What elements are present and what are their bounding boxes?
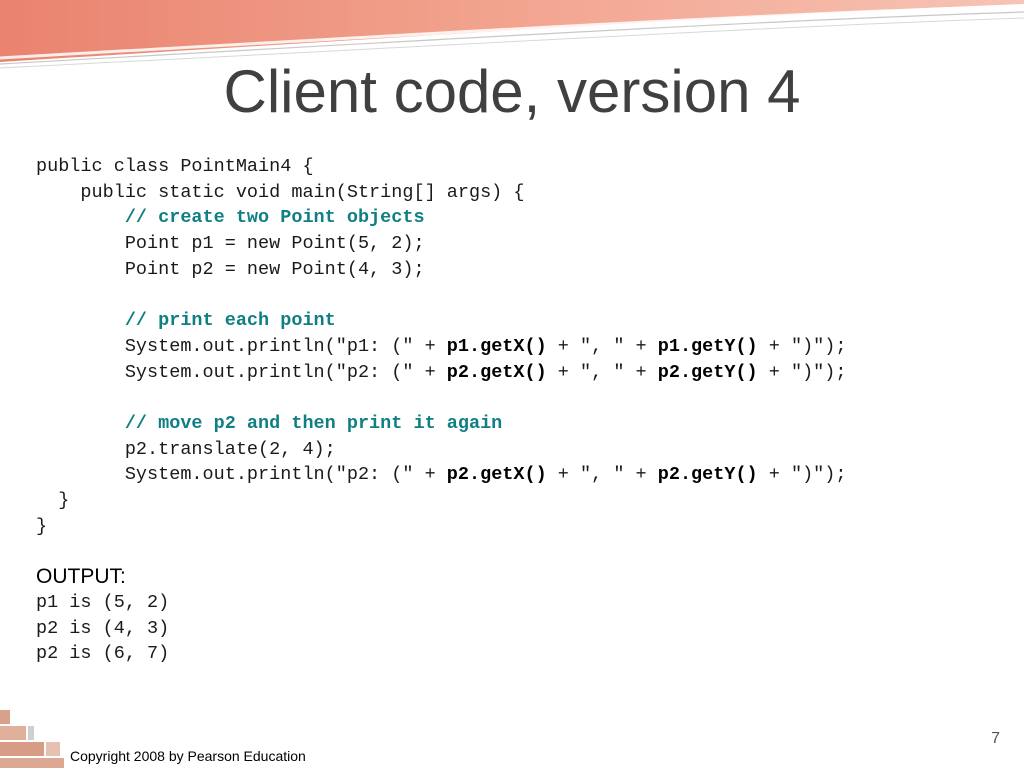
- code-text: }: [36, 515, 48, 537]
- header-swoosh-decoration: [0, 0, 1024, 69]
- code-text: }: [36, 489, 70, 511]
- code-text: + ", " +: [546, 335, 658, 357]
- code-listing: public class PointMain4 { public static …: [36, 154, 846, 539]
- code-text: Point p1 = new Point(5, 2);: [36, 233, 425, 255]
- code-line: p2.translate(2, 4);: [36, 437, 846, 463]
- code-line: System.out.println("p2: (" + p2.getX() +…: [36, 462, 847, 488]
- code-text: + ", " +: [546, 361, 658, 383]
- code-line: }: [36, 514, 846, 540]
- code-text: public class PointMain4 {: [36, 156, 314, 177]
- code-text: + ", " +: [546, 464, 658, 486]
- code-line: // create two Point objects: [36, 205, 846, 231]
- code-text: Point p2 = new Point(4, 3);: [36, 258, 425, 280]
- code-text: + ")");: [757, 335, 847, 357]
- code-line: Point p1 = new Point(5, 2);: [36, 231, 846, 257]
- code-line: [36, 282, 846, 308]
- code-highlight: p2.getY(): [657, 361, 758, 383]
- code-highlight: p1.getX(): [446, 335, 547, 357]
- code-comment: // move p2 and then print it again: [36, 412, 503, 434]
- code-text: System.out.println("p1: (" +: [36, 335, 447, 357]
- code-highlight: p2.getX(): [446, 464, 547, 486]
- output-line: p1 is (5, 2): [36, 592, 170, 613]
- output-line: p2 is (6, 7): [36, 643, 170, 665]
- code-highlight: p1.getY(): [657, 335, 758, 357]
- code-line: Point p2 = new Point(4, 3);: [36, 257, 846, 283]
- output-label: OUTPUT:: [36, 565, 126, 588]
- code-text: + ")");: [757, 464, 847, 486]
- code-text: System.out.println("p2: (" +: [36, 464, 447, 486]
- code-line: public static void main(String[] args) {: [36, 180, 846, 206]
- code-text: public static void main(String[] args) {: [36, 181, 525, 203]
- code-text: + ")");: [757, 361, 847, 383]
- bricks-decoration: [0, 676, 146, 768]
- code-highlight: p2.getX(): [446, 361, 547, 383]
- code-line: System.out.println("p1: (" + p1.getX() +…: [36, 334, 847, 360]
- slide-number: 7: [991, 730, 1000, 747]
- code-line: }: [36, 488, 846, 514]
- copyright-text: Copyright 2008 by Pearson Education: [70, 748, 306, 764]
- code-line: // move p2 and then print it again: [36, 411, 846, 437]
- code-line: public class PointMain4 {: [36, 154, 846, 180]
- code-text: p2.translate(2, 4);: [36, 438, 336, 460]
- code-highlight: p2.getY(): [657, 464, 758, 486]
- code-line: // print each point: [36, 308, 846, 334]
- code-comment: // print each point: [36, 310, 336, 332]
- code-comment: // create two Point objects: [36, 207, 425, 229]
- code-line: [36, 385, 846, 411]
- code-text: System.out.println("p2: (" +: [36, 361, 447, 383]
- slide-title: Client code, version 4: [223, 58, 801, 125]
- output-line: p2 is (4, 3): [36, 617, 170, 639]
- code-line: System.out.println("p2: (" + p2.getX() +…: [36, 360, 847, 386]
- output-listing: p1 is (5, 2) p2 is (4, 3) p2 is (6, 7): [36, 590, 169, 667]
